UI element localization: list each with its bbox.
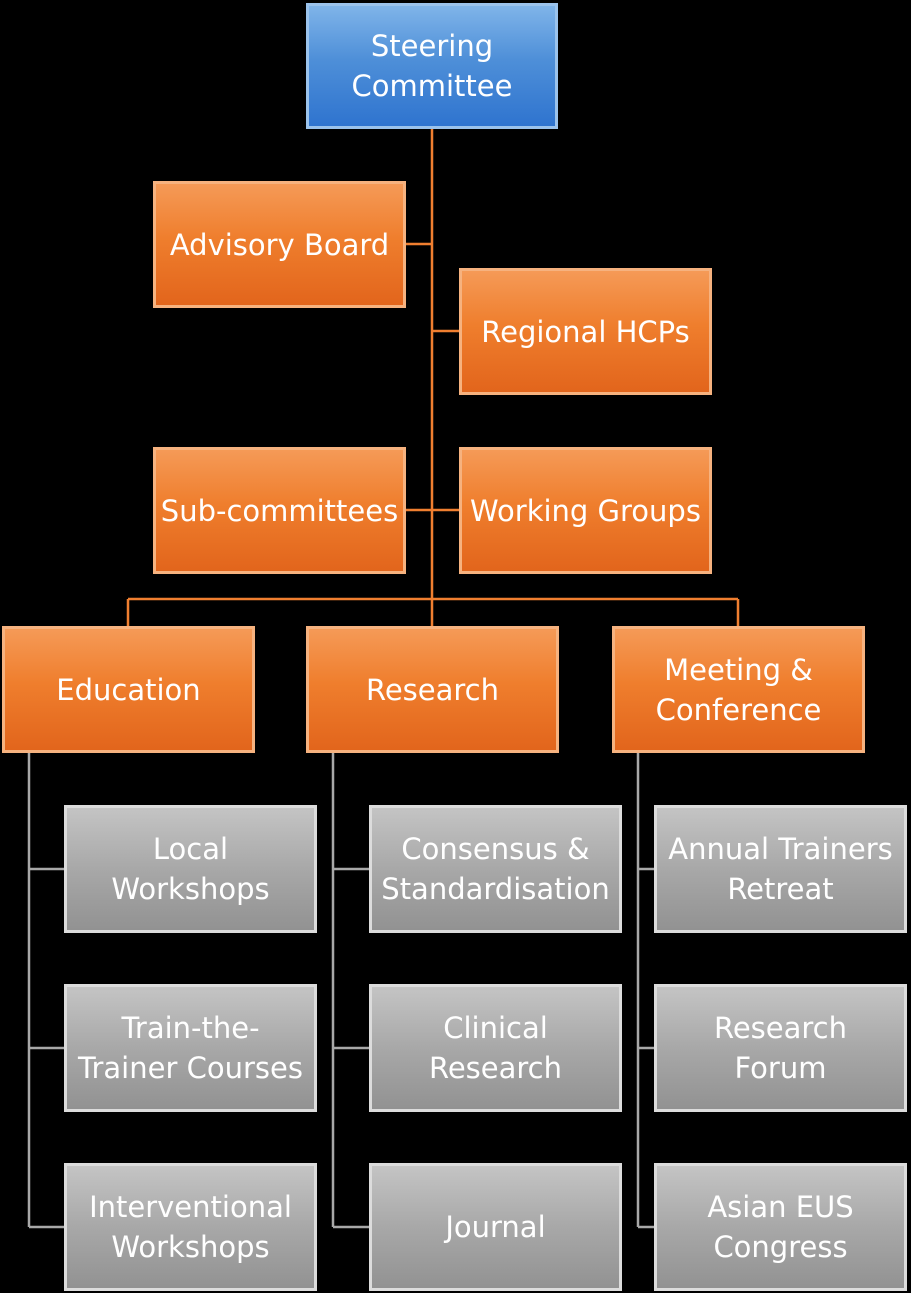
interventional-workshops-box: Interventional Workshops xyxy=(64,1163,317,1291)
working-groups-box: Working Groups xyxy=(459,447,712,574)
train-the-trainer-box: Train-the- Trainer Courses xyxy=(64,984,317,1112)
journal-box: Journal xyxy=(369,1163,622,1291)
annual-trainers-retreat-box: Annual Trainers Retreat xyxy=(654,805,907,933)
clinical-research-box: Clinical Research xyxy=(369,984,622,1112)
research-box: Research xyxy=(306,626,559,753)
regional-hcps-box: Regional HCPs xyxy=(459,268,712,395)
steering-committee-box: Steering Committee xyxy=(306,3,558,129)
asian-eus-congress-box: Asian EUS Congress xyxy=(654,1163,907,1291)
local-workshops-box: Local Workshops xyxy=(64,805,317,933)
consensus-standardisation-box: Consensus & Standardisation xyxy=(369,805,622,933)
sub-committees-box: Sub-committees xyxy=(153,447,406,574)
meeting-conference-box: Meeting & Conference xyxy=(612,626,865,753)
advisory-board-box: Advisory Board xyxy=(153,181,406,308)
research-forum-box: Research Forum xyxy=(654,984,907,1112)
education-box: Education xyxy=(2,626,255,753)
